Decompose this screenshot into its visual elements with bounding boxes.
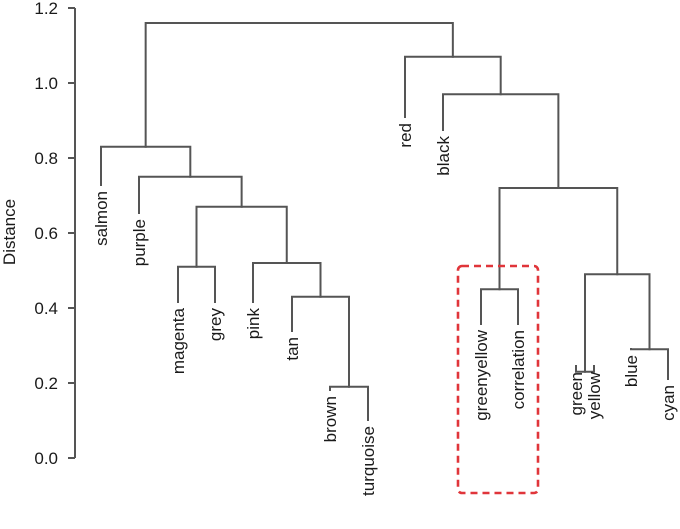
y-axis-title: Distance <box>0 199 19 265</box>
leaf-label-correlation: correlation <box>509 330 528 409</box>
leaf-label-blue: blue <box>622 355 641 387</box>
y-tick-label: 0.8 <box>34 149 58 168</box>
y-tick-label: 0.6 <box>34 224 58 243</box>
leaf-label-magenta: magenta <box>169 307 188 374</box>
leaf-label-black: black <box>434 136 453 176</box>
leaf-label-brown: brown <box>321 396 340 442</box>
y-tick-label: 0.0 <box>34 449 58 468</box>
leaf-label-red: red <box>396 123 415 148</box>
dendrogram-branch <box>442 93 560 189</box>
leaf-label-green: green <box>567 372 586 415</box>
dendrogram-branch <box>144 22 454 148</box>
leaf-label-grey: grey <box>206 308 225 342</box>
y-tick-label: 0.2 <box>34 374 58 393</box>
dendrogram-branch <box>177 265 216 303</box>
y-tick-label: 1.0 <box>34 74 58 93</box>
leaf-label-cyan: cyan <box>659 385 678 421</box>
y-tick-label: 1.2 <box>34 0 58 18</box>
y-axis-ticks: 0.0 0.2 0.4 0.6 0.8 1.0 1.2 <box>34 0 75 468</box>
dendrogram-branch <box>480 288 519 325</box>
dendrogram-branch <box>404 55 502 118</box>
leaf-label-pink: pink <box>244 308 263 340</box>
dendrogram-branches <box>100 22 669 421</box>
leaf-label-turquoise: turquoise <box>359 426 378 496</box>
leaf-label-yellow: yellow <box>585 371 604 419</box>
y-tick-label: 0.4 <box>34 299 58 318</box>
leaf-label-purple: purple <box>130 219 149 266</box>
leaf-label-greenyellow: greenyellow <box>472 329 491 420</box>
leaf-label-salmon: salmon <box>92 191 111 246</box>
leaf-label-tan: tan <box>283 337 302 361</box>
highlight-box <box>456 264 540 495</box>
dendrogram-branch <box>195 205 288 268</box>
leaf-labels: salmon purple magenta grey pink tan brown turqu… <box>92 123 678 496</box>
dendrogram-branch <box>100 145 192 186</box>
